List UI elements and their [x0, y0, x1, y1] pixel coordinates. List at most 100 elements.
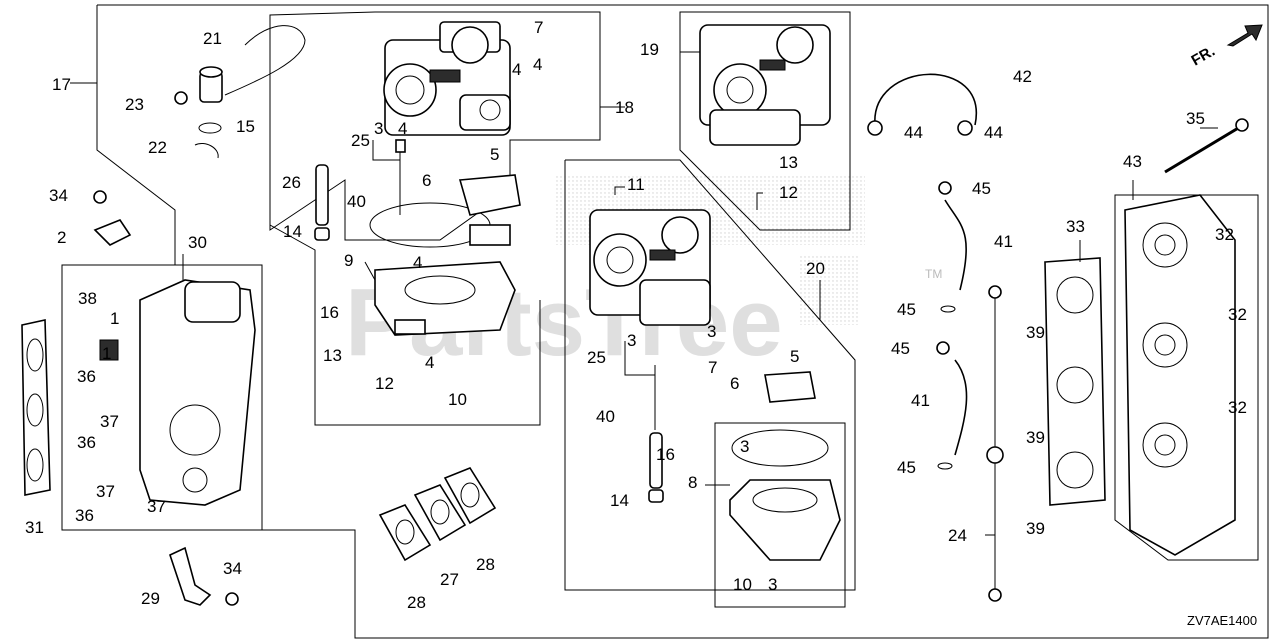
callout-34: 34: [223, 559, 242, 578]
callout-34: 34: [49, 186, 68, 205]
callout-32: 32: [1228, 398, 1247, 417]
callout-13: 13: [323, 346, 342, 365]
callout-12: 12: [375, 374, 394, 393]
callout-4: 4: [425, 353, 434, 372]
callout-45: 45: [891, 339, 910, 358]
callout-8: 8: [688, 473, 697, 492]
clamp-2: [93, 219, 132, 246]
callout-6: 6: [730, 374, 739, 393]
leader-lines: [70, 51, 1218, 536]
callout-26: 26: [282, 173, 301, 192]
hose-clip: [937, 462, 953, 470]
callout-40: 40: [347, 192, 366, 211]
callout-3: 3: [627, 331, 636, 350]
float-chamber-frame: [714, 422, 846, 608]
callout-35: 35: [1186, 109, 1205, 128]
callout-11: 11: [627, 175, 645, 194]
callout-16: 16: [320, 303, 339, 322]
callout-27: 27: [440, 570, 459, 589]
float-chamber-9: [369, 174, 521, 336]
fuel-hose-41: [954, 359, 968, 456]
callout-45: 45: [897, 300, 916, 319]
callout-32: 32: [1228, 305, 1247, 324]
callout-10: 10: [733, 575, 752, 594]
callout-14: 14: [610, 491, 629, 510]
fuel-hose-41: [944, 199, 967, 291]
callout-22: 22: [148, 138, 167, 157]
callout-6: 6: [422, 171, 431, 190]
callout-17: 17: [52, 75, 71, 94]
callout-33: 33: [1066, 217, 1085, 236]
callout-19: 19: [640, 40, 659, 59]
callout-4: 4: [413, 253, 422, 272]
callout-39: 39: [1026, 323, 1045, 342]
callout-45: 45: [897, 458, 916, 477]
callout-45: 45: [972, 179, 991, 198]
bolt-head: [1235, 118, 1249, 132]
gasket-33: [1044, 257, 1106, 506]
callout-5: 5: [790, 347, 799, 366]
callout-37: 37: [100, 412, 119, 431]
callout-39: 39: [1026, 519, 1045, 538]
rod-end: [986, 446, 1004, 464]
group-frame: [269, 11, 601, 241]
group-frame: [564, 159, 856, 591]
callout-7: 7: [534, 18, 543, 37]
callout-36: 36: [75, 506, 94, 525]
front-indicator-label: FR.: [1189, 43, 1218, 70]
float-chamber-8: [729, 371, 841, 561]
callout-29: 29: [141, 589, 160, 608]
manifold-frame: [1114, 194, 1259, 561]
callout-2: 2: [57, 228, 66, 247]
hose-clip: [957, 120, 973, 136]
callout-3: 3: [740, 437, 749, 456]
rubber-mount-1: [99, 339, 119, 361]
fuel-pipe-21: [174, 25, 306, 159]
callout-1: 1: [110, 309, 119, 328]
fuel-hose-42: [874, 73, 978, 126]
callout-14: 14: [283, 222, 302, 241]
rod-end: [988, 588, 1002, 602]
callout-32: 32: [1215, 225, 1234, 244]
callout-37: 37: [96, 482, 115, 501]
callout-12: 12: [779, 183, 798, 202]
callout-3: 3: [374, 119, 383, 138]
dotted-background: [800, 255, 860, 325]
gasket-31: [21, 319, 51, 496]
callout-31: 31: [25, 518, 44, 537]
callout-40: 40: [596, 407, 615, 426]
carburetor-center: [589, 209, 711, 326]
intake-silencer-30: [139, 279, 256, 506]
bolt-34: [93, 190, 107, 204]
callout-18: 18: [615, 98, 634, 117]
callout-38: 38: [78, 289, 97, 308]
callout-21: 21: [203, 29, 222, 48]
callout-13: 13: [779, 153, 798, 172]
callout-36: 36: [77, 433, 96, 452]
callout-15: 15: [236, 117, 255, 136]
callout-28: 28: [476, 555, 495, 574]
diagram-code: ZV7AE1400: [1187, 613, 1257, 628]
carburetor-right: [699, 24, 831, 146]
callout-3: 3: [707, 322, 716, 341]
callout-44: 44: [984, 123, 1003, 142]
hose-clip: [936, 341, 950, 355]
carburetor-top: [383, 21, 511, 136]
callout-7: 7: [708, 358, 717, 377]
callout-24: 24: [948, 526, 967, 545]
group-frame: [269, 224, 541, 426]
callout-41: 41: [994, 232, 1013, 251]
callout-37: 37: [147, 497, 166, 516]
callout-1: 1: [102, 344, 111, 363]
bracket-29: [169, 546, 212, 606]
front-direction-arrow: FR.: [1189, 24, 1263, 70]
hose-clip: [938, 181, 952, 195]
hose-clip: [940, 305, 956, 313]
callout-25: 25: [351, 131, 370, 150]
callout-20: 20: [806, 259, 825, 278]
callout-10: 10: [448, 390, 467, 409]
callout-5: 5: [490, 145, 499, 164]
